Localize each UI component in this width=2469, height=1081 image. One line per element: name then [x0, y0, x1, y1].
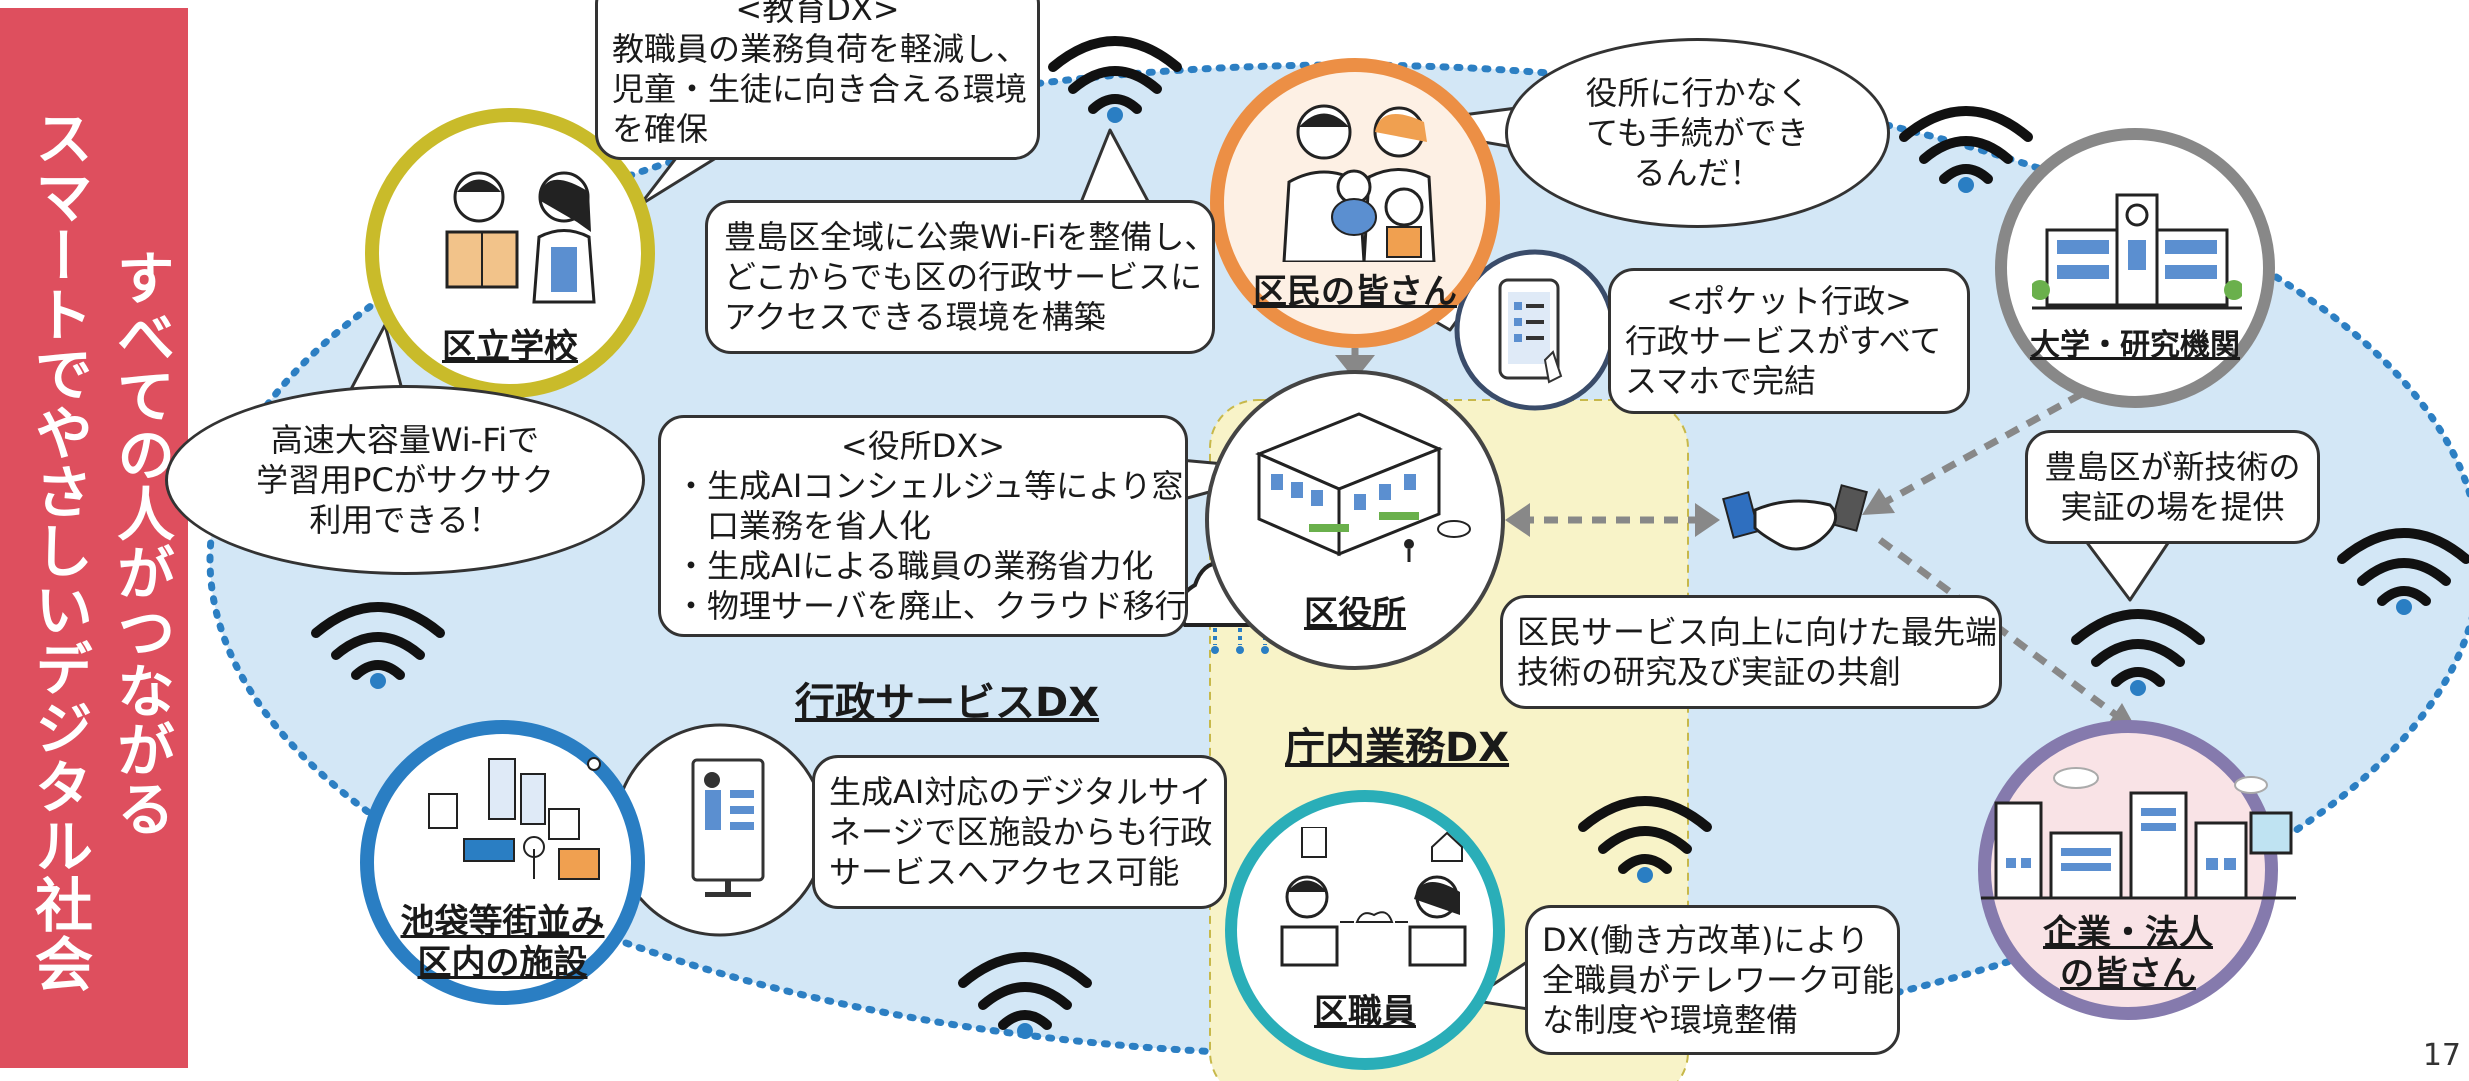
wifi-icon	[1048, 36, 1182, 123]
staff-node: 区職員	[1225, 790, 1505, 1070]
public-wifi-line-1: 豊島区全域に公衆Wi-Fiを整備し、	[724, 218, 1217, 256]
tech-provide-line-2: 実証の場を提供	[2060, 488, 2285, 526]
ward-office-label: 区役所	[1304, 594, 1406, 634]
education-dx-line-3: を確保	[612, 110, 709, 148]
residents-node: 区民の皆さん	[1210, 58, 1500, 348]
sidebar-banner: すべての人がつながる スマートでやさしいデジタル社会	[0, 8, 188, 1068]
arrowhead	[1335, 355, 1375, 380]
callout-cocreation: 区民サービス向上に向けた最先端 技術の研究及び実証の共創	[1500, 595, 2002, 709]
company-icon	[1981, 767, 2296, 900]
office-dx-line-4: ・物理サーバを廃止、クラウド移行	[675, 587, 1187, 625]
smartphone-icon	[1498, 278, 1563, 384]
wifi-icon	[958, 952, 1092, 1039]
staff-label: 区職員	[1314, 992, 1416, 1032]
callout-telework: DX(働き方改革)により 全職員がテレワーク可能 な制度や環境整備	[1525, 905, 1900, 1055]
university-node: 大学・研究機関	[1995, 128, 2275, 408]
building-icon	[2032, 193, 2242, 310]
arrowhead	[1505, 503, 1530, 537]
wifi-icon	[2337, 528, 2469, 615]
office-building-icon	[1255, 412, 1471, 562]
public-wifi-line-3: アクセスできる環境を構築	[724, 298, 1106, 336]
family-icon	[1282, 104, 1436, 262]
city-icon	[428, 757, 601, 880]
callout-pocket-gov: <ポケット行政> 行政サービスがすべて スマホで完結	[1608, 268, 1970, 414]
office-dx-line-2: 口業務を省人化	[675, 507, 932, 545]
wifi-icon	[1899, 106, 2033, 193]
sidebar-line-2: スマートでやさしいデジタル社会	[25, 108, 93, 993]
signage-line-2: ネージで区施設からも行政	[829, 813, 1213, 851]
companies-label: 企業・法人 の皆さん	[1991, 913, 2265, 995]
signage-icon	[691, 758, 765, 897]
zone-label-chonai: 庁内業務DX	[1285, 725, 1510, 771]
facilities-label-line-2: 区内の施設	[417, 942, 588, 983]
school-wifi-line-1: 高速大容量Wi-Fiで	[270, 421, 540, 459]
resident-voice-bubble: 役所に行かなく ても手続ができ るんだ！	[1505, 38, 1890, 228]
callout-education-dx: <教育DX> 教職員の業務負荷を軽減し、 児童・生徒に向き合える環境 を確保	[595, 0, 1040, 160]
resident-voice-line-1: 役所に行かなく	[1585, 74, 1810, 112]
cocreation-line-2: 技術の研究及び実証の共創	[1517, 653, 1902, 691]
telework-line-3: な制度や環境整備	[1542, 1001, 1799, 1039]
zone-label-gyosei: 行政サービスDX	[795, 680, 1100, 726]
pocket-gov-line-1: 行政サービスがすべて	[1625, 322, 1942, 360]
arrowhead	[1695, 503, 1720, 537]
school-label: 区立学校	[442, 327, 578, 367]
school-wifi-line-2: 学習用PCがサクサク	[256, 461, 554, 499]
tech-provide-line-1: 豊島区が新技術の	[2044, 448, 2301, 486]
staff-icon	[1280, 827, 1467, 967]
callout-tech-provide: 豊島区が新技術の 実証の場を提供	[2025, 430, 2320, 544]
resident-voice-line-2: ても手続ができ	[1586, 114, 1809, 152]
wifi-icon	[311, 602, 445, 689]
school-wifi-line-3: 利用できる！	[309, 501, 501, 539]
public-wifi-line-2: どこからでも区の行政サービスに	[724, 258, 1203, 296]
telework-line-1: DX(働き方改革)により	[1542, 921, 1869, 959]
education-dx-line-2: 児童・生徒に向き合える環境	[612, 70, 1028, 108]
callout-public-wifi: 豊島区全域に公衆Wi-Fiを整備し、 どこからでも区の行政サービスに アクセスで…	[705, 200, 1217, 354]
students-icon	[445, 171, 596, 304]
office-dx-line-1: ・生成AIコンシェルジュ等により窓	[675, 467, 1184, 505]
handshake-icon	[1722, 484, 1868, 551]
education-dx-line-1: 教職員の業務負荷を軽減し、	[612, 30, 1029, 68]
residents-label: 区民の皆さん	[1253, 272, 1457, 312]
pocket-gov-line-2: スマホで完結	[1625, 362, 1817, 400]
office-dx-title: <役所DX>	[840, 427, 1006, 465]
companies-label-line-1: 企業・法人	[2043, 913, 2213, 953]
cocreation-line-1: 区民サービス向上に向けた最先端	[1517, 613, 1998, 651]
telework-line-2: 全職員がテレワーク可能	[1542, 961, 1895, 999]
university-label: 大学・研究機関	[2030, 328, 2240, 363]
facilities-label: 池袋等街並み 区内の施設	[374, 902, 631, 984]
signage-line-3: サービスへアクセス可能	[829, 853, 1180, 891]
pocket-gov-title: <ポケット行政>	[1666, 282, 1912, 320]
school-wifi-bubble: 高速大容量Wi-Fiで 学習用PCがサクサク 利用できる！	[165, 385, 645, 575]
sidebar-line-1: すべての人がつながる	[107, 248, 175, 838]
companies-label-line-2: の皆さん	[2060, 953, 2196, 994]
companies-node: 企業・法人 の皆さん	[1978, 720, 2296, 1020]
callout-signage: 生成AI対応のデジタルサイ ネージで区施設からも行政 サービスへアクセス可能	[812, 755, 1227, 909]
wifi-icon	[2071, 609, 2205, 696]
page-number: 17	[2422, 1038, 2461, 1073]
wifi-icon	[1578, 796, 1712, 883]
resident-voice-line-3: るんだ！	[1633, 154, 1762, 192]
office-dx-line-3: ・生成AIによる職員の業務省力化	[675, 547, 1154, 585]
arrowhead	[1862, 488, 1895, 515]
education-dx-title: <教育DX>	[735, 0, 900, 28]
signage-line-1: 生成AI対応のデジタルサイ	[829, 773, 1212, 811]
callout-office-dx: <役所DX> ・生成AIコンシェルジュ等により窓 口業務を省人化 ・生成AIによ…	[658, 415, 1188, 637]
ward-office-node: 区役所	[1205, 370, 1505, 670]
facilities-label-line-1: 池袋等街並み	[400, 902, 605, 942]
facilities-node: 池袋等街並み 区内の施設	[360, 720, 645, 1005]
